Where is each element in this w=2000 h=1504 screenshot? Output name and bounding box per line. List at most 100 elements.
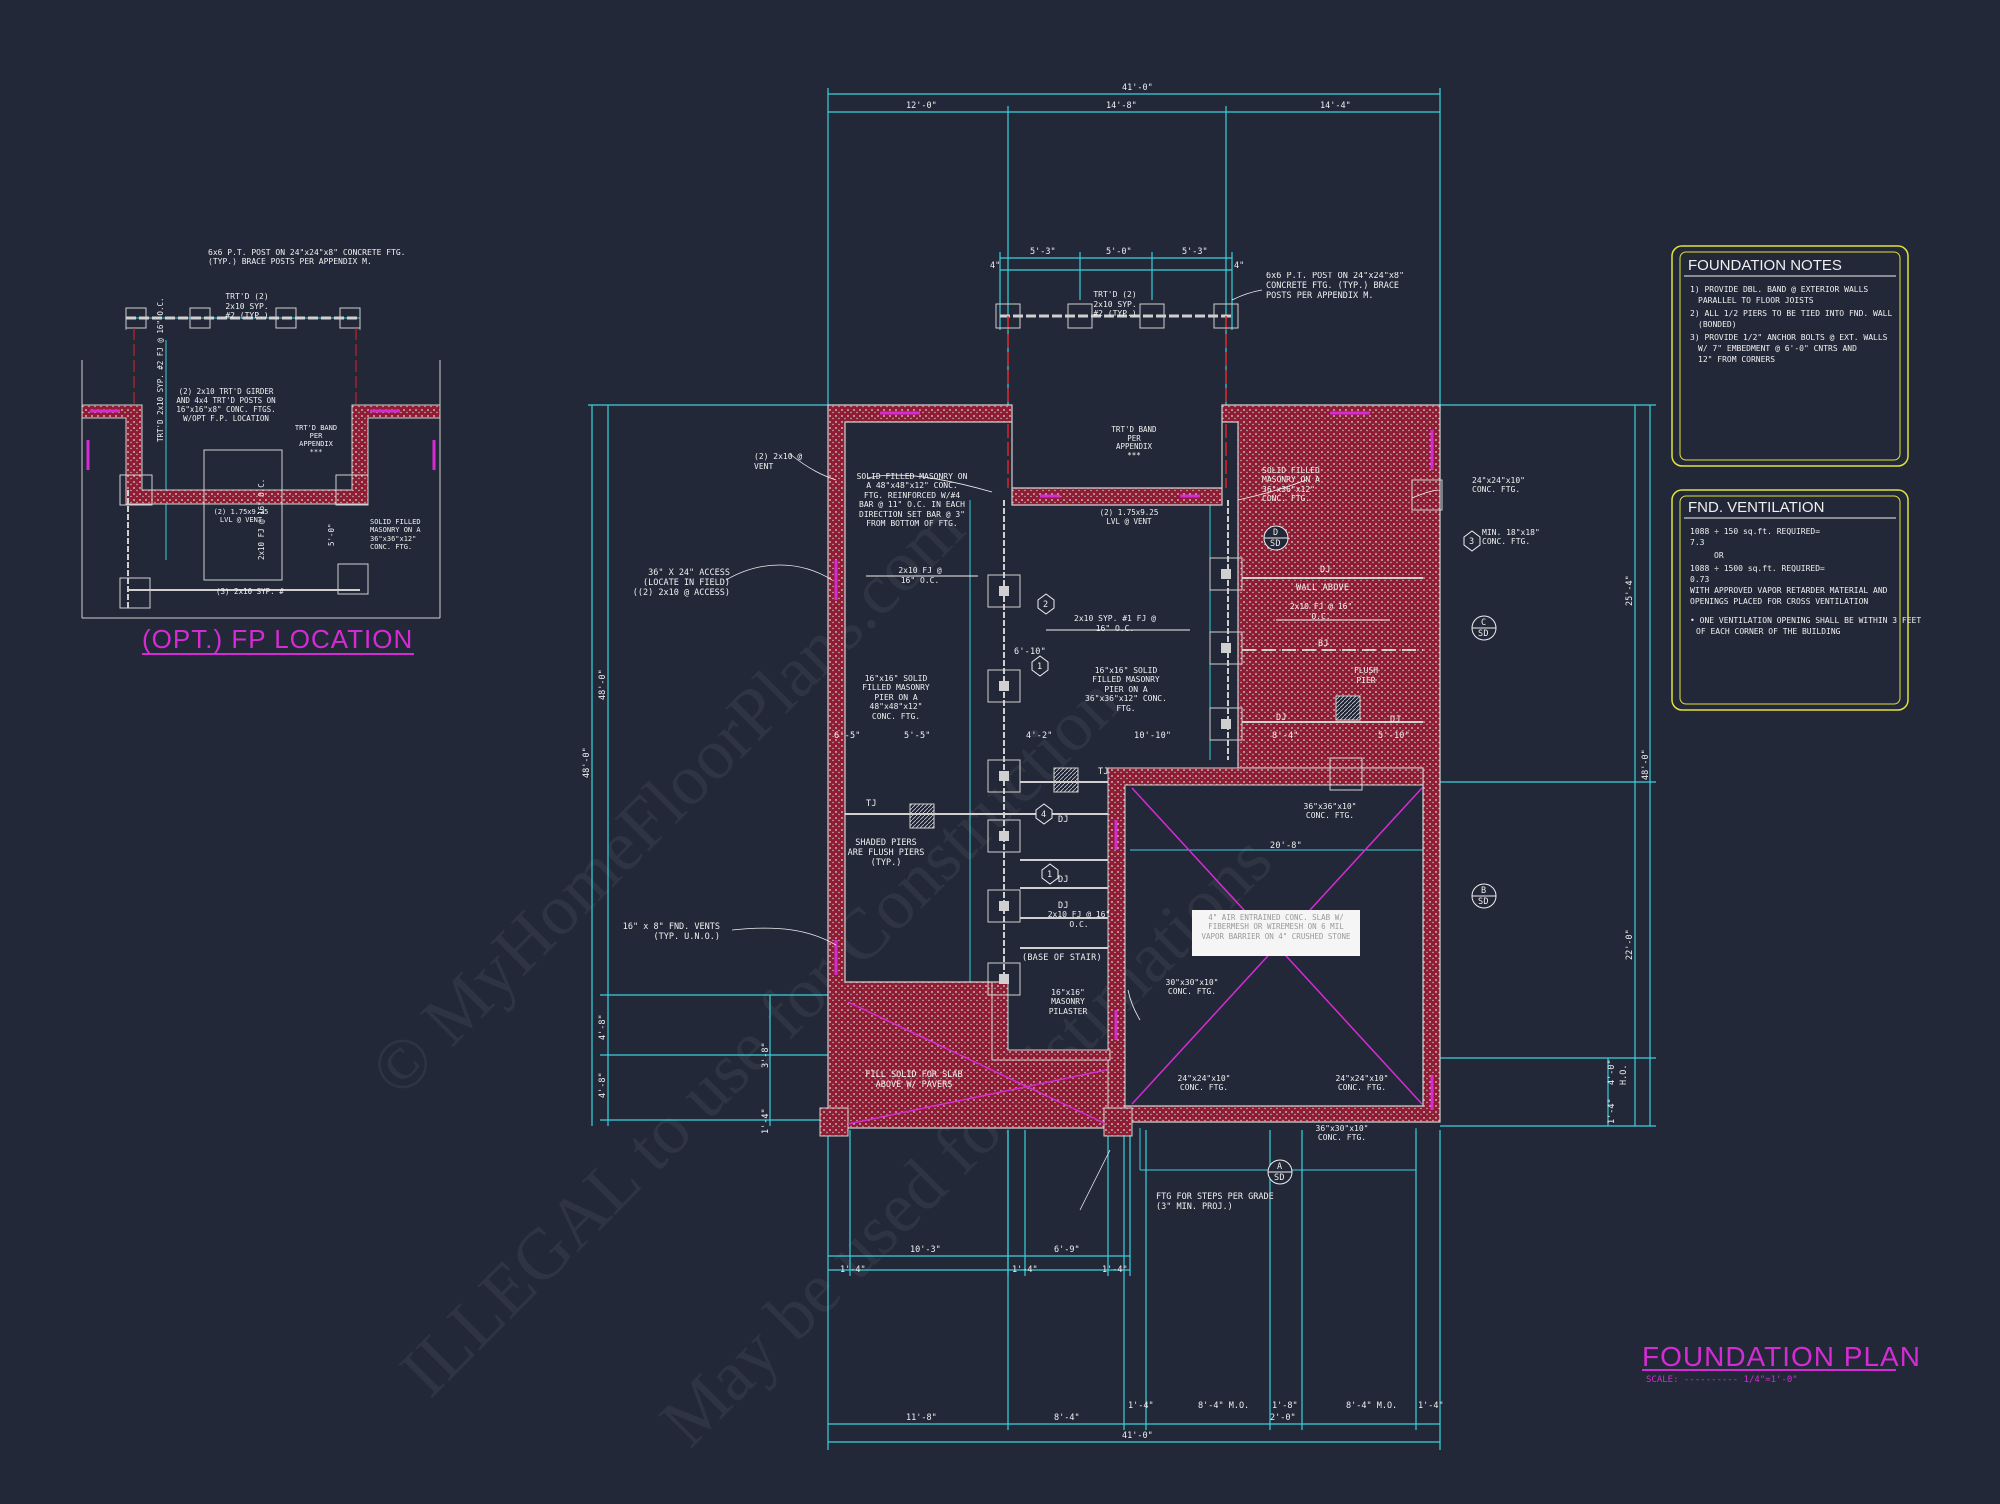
- svg-text:SD: SD: [1478, 897, 1489, 907]
- dim-porch-b: 5'-0": [1106, 247, 1132, 257]
- label-dj-3: DJ: [1390, 715, 1401, 725]
- dim-step-b: 6'-9": [1054, 1245, 1080, 1255]
- dim-top-right: 14'-4": [1320, 101, 1351, 111]
- ventilation-item: • ONE VENTILATION OPENING SHALL BE WITHI…: [1690, 616, 1921, 625]
- dim-right-overall: 48'-0": [1641, 749, 1651, 780]
- label-solid-masonry-right: SOLID FILLED MASONRY ON A 36"x36"x12" CO…: [1262, 466, 1320, 503]
- dim-left-d: 1'-4": [761, 1108, 771, 1134]
- label-pilaster: 16"x16" MASONRY PILASTER: [1049, 988, 1088, 1016]
- label-bj: BJ: [1318, 639, 1329, 649]
- foundation-notes-box: FOUNDATION NOTES 1) PROVIDE DBL. BAND @ …: [1671, 245, 1909, 467]
- plan-title-block: FOUNDATION PLAN SCALE: ---------- 1/4"=1…: [1642, 1341, 1920, 1385]
- flush-pier: [909, 803, 935, 829]
- section-tag-d: D SD: [1263, 525, 1289, 551]
- watermark-line-3: May be used for Estimations: [645, 819, 1287, 1461]
- label-fill-solid: FILL SOLID FOR SLAB ABOVE W/ PAVERS: [865, 1070, 962, 1090]
- dim-bottom-a: 11'-8": [906, 1413, 937, 1423]
- bottom-dimension-texts: 41'-0" 11'-8" 8'-4" 1'-4" 8'-4" M.O. 1'-…: [840, 1245, 1444, 1441]
- dim-step-d: 1'-4": [1012, 1265, 1038, 1275]
- dim-step-a: 10'-3": [910, 1245, 941, 1255]
- side-dimension-texts: 48'-0" 48'-0" 4'-8" 4'-8" 3'-8" 1'-4" 48…: [582, 575, 1651, 1134]
- foundation-note-item: 1) PROVIDE DBL. BAND @ EXTERIOR WALLS: [1690, 285, 1868, 294]
- dim-bottom-b: 8'-4": [1054, 1413, 1080, 1423]
- opt-title: (OPT.) FP LOCATION: [142, 624, 413, 654]
- ventilation-item: 7.3: [1690, 538, 1705, 547]
- pier-tag: 4: [1035, 803, 1053, 825]
- svg-text:A: A: [1277, 1162, 1282, 1172]
- foundation-note-item: (BONDED): [1698, 320, 1737, 329]
- dim-bottom-h: 1'-4": [1418, 1401, 1444, 1411]
- label-dim-5-10: 5'-10": [1378, 731, 1410, 741]
- svg-text:SD: SD: [1478, 629, 1489, 639]
- dim-left-c: 3'-8": [761, 1042, 771, 1068]
- label-dim-8-4: 8'-4": [1272, 731, 1299, 741]
- foundation-note-item: 12" FROM CORNERS: [1698, 355, 1775, 364]
- label-fj-left: 2x10 FJ @ 16" O.C.: [898, 566, 941, 585]
- side-dimension-lines: [588, 404, 1656, 1127]
- flush-pier: [1053, 767, 1079, 793]
- label-dim-4-2: 4'-2": [1026, 731, 1053, 741]
- dim-left-main: 48'-0": [598, 669, 608, 700]
- pier-tags: 1 2 3 4 1: [1031, 530, 1481, 885]
- label-tj: TJ: [866, 799, 877, 809]
- label-pier-48: 16"x16" SOLID FILLED MASONRY PIER ON A 4…: [862, 674, 929, 721]
- svg-text:SD: SD: [1274, 1173, 1285, 1183]
- label-dj-2: DJ: [1276, 713, 1287, 723]
- label-tj-2: TJ: [1098, 767, 1109, 777]
- porch-post-footing: [1139, 303, 1165, 329]
- dim-step-c: 1'-4": [840, 1265, 866, 1275]
- fnd-ventilation-box: FND. VENTILATION 1088 ÷ 150 sq.ft. REQUI…: [1671, 489, 1921, 711]
- label-fnd-vents: 16" x 8" FND. VENTS (TYP. U.N.O.): [623, 922, 720, 942]
- dim-top-left: 12'-0": [906, 101, 937, 111]
- ventilation-item: 0.73: [1690, 575, 1709, 584]
- foundation-walls: [819, 404, 1441, 1137]
- section-tag-c: C SD: [1471, 615, 1497, 641]
- corner-pier: [1103, 1107, 1133, 1137]
- dim-right-c: 4'-0": [1607, 1059, 1617, 1085]
- label-ftg-30: 30"x30"x10" CONC. FTG.: [1166, 978, 1219, 996]
- foundation-vents: [834, 411, 1434, 1110]
- label-solid-masonry-big: SOLID FILLED MASONRY ON A 48"x48"x12" CO…: [857, 472, 968, 528]
- dim-porch-a: 5'-3": [1030, 247, 1056, 257]
- label-dim-6-5: 6'-5": [834, 731, 861, 741]
- label-lvl-vent: (2) 1.75x9.25 LVL @ VENT: [1100, 508, 1159, 526]
- pier-tag: 1: [1031, 655, 1049, 677]
- porch-post-footing: [1067, 303, 1093, 329]
- label-ftg-min: MIN. 18"x18" CONC. FTG.: [1482, 528, 1540, 546]
- label-flush-pier: FLUSH PIER: [1354, 666, 1378, 685]
- dim-left-a: 4'-8": [598, 1014, 608, 1040]
- pier-tag: 3: [1463, 530, 1481, 552]
- dim-step-e: 1'-4": [1102, 1265, 1128, 1275]
- plan-labels: 6x6 P.T. POST ON 24"x24"x8" CONCRETE FTG…: [623, 272, 1540, 1212]
- label-pier-36: 16"x16" SOLID FILLED MASONRY PIER ON A 3…: [1085, 666, 1167, 713]
- ventilation-item: WITH APPROVED VAPOR RETARDER MATERIAL AN…: [1690, 586, 1888, 595]
- label-ftg-36b: 36"x30"x10" CONC. FTG.: [1316, 1124, 1369, 1142]
- label-vent: (2) 2x10 @ VENT: [754, 452, 802, 471]
- label-shaded: SHADED PIERS ARE FLUSH PIERS (TYP.): [848, 838, 925, 868]
- optional-fp-plan: 6x6 P.T. POST ON 24"x24"x8" CONCRETE FTG…: [81, 248, 441, 655]
- svg-text:SD: SD: [1270, 539, 1281, 549]
- dim-bottom-d: 8'-4" M.O.: [1198, 1401, 1249, 1411]
- flush-pier: [1335, 695, 1361, 721]
- dim-bottom-overall: 41'-0": [1122, 1431, 1153, 1441]
- top-dimension-lines: [827, 88, 1441, 410]
- dim-left-overall: 48'-0": [582, 747, 592, 778]
- ventilation-item: 1088 ÷ 150 sq.ft. REQUIRED=: [1690, 527, 1820, 536]
- label-wall-above: WALL ABOVE: [1296, 583, 1349, 593]
- plan-scale: SCALE: ---------- 1/4"=1'-0": [1646, 1375, 1798, 1385]
- pier-tag: 2: [1037, 593, 1055, 615]
- label-dj-4: DJ: [1058, 815, 1069, 825]
- dim-four-right: 4": [1234, 261, 1244, 271]
- label-dj-6: DJ: [1058, 901, 1069, 911]
- leader-lines: [725, 289, 1439, 1211]
- porch-post-footing: [995, 303, 1021, 329]
- label-dim-10-10: 10'-10": [1134, 731, 1171, 741]
- dim-bottom-c: 1'-4": [1128, 1401, 1154, 1411]
- label-trtd: TRT'D (2) 2x10 SYP. #2 (TYP.): [1093, 290, 1136, 318]
- opt-walls-outline: [81, 360, 441, 619]
- section-tag-b: B SD: [1471, 883, 1497, 909]
- label-ftg-36: 36"x36"x10" CONC. FTG.: [1304, 802, 1357, 820]
- opt-solid: SOLID FILLED MASONRY ON A 36"x36"x12" CO…: [370, 518, 421, 551]
- foundation-note-item: 2) ALL 1/2 PIERS TO BE TIED INTO FND. WA…: [1690, 309, 1892, 318]
- foundation-note-item: 3) PROVIDE 1/2" ANCHOR BOLTS @ EXT. WALL…: [1690, 333, 1888, 342]
